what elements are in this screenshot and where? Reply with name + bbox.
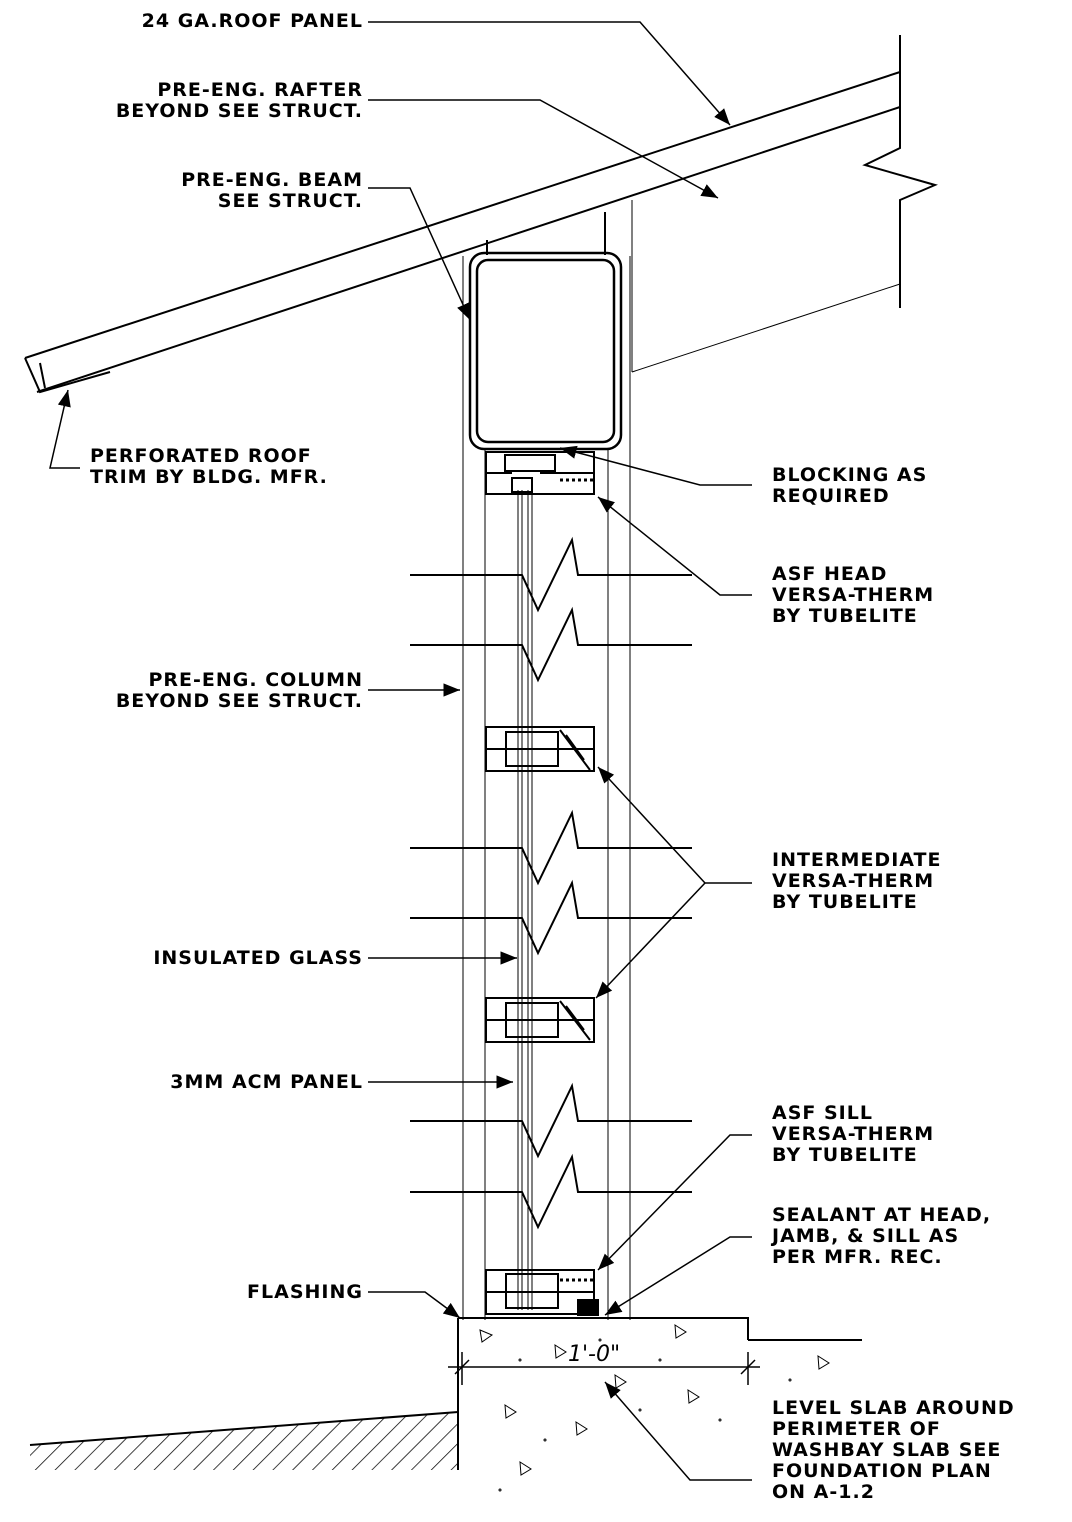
dimension-label: 1'-0" bbox=[568, 1342, 621, 1367]
column-lines bbox=[463, 256, 630, 1320]
glass-panels bbox=[518, 490, 532, 1310]
roof-rafter bbox=[25, 72, 900, 392]
rafter-beyond bbox=[632, 200, 900, 372]
label-flashing: FLASHING bbox=[247, 1281, 363, 1303]
label-beam: PRE-ENG. BEAM SEE STRUCT. bbox=[181, 169, 363, 212]
label-blocking: BLOCKING AS REQUIRED bbox=[772, 464, 928, 507]
label-insulated-glass: INSULATED GLASS bbox=[153, 947, 363, 969]
label-level-slab: LEVEL SLAB AROUND PERIMETER OF WASHBAY S… bbox=[772, 1397, 1015, 1503]
label-rafter: PRE-ENG. RAFTER BEYOND SEE STRUCT. bbox=[115, 79, 363, 122]
intermediate-member-2 bbox=[486, 998, 594, 1042]
sill-member bbox=[486, 1270, 598, 1315]
label-sealant: SEALANT AT HEAD, JAMB, & SILL AS PER MFR… bbox=[772, 1204, 992, 1268]
label-intermediate: INTERMEDIATE VERSA-THERM BY TUBELITE bbox=[772, 849, 942, 913]
label-asf-sill: ASF SILL VERSA-THERM BY TUBELITE bbox=[772, 1102, 935, 1166]
head-member bbox=[486, 452, 594, 494]
label-column: PRE-ENG. COLUMN BEYOND SEE STRUCT. bbox=[115, 669, 363, 712]
label-acm-panel: 3MM ACM PANEL bbox=[170, 1071, 363, 1093]
label-roof-trim: PERFORATED ROOF TRIM BY BLDG. MFR. bbox=[90, 445, 328, 488]
slab-stipple bbox=[480, 1325, 829, 1492]
label-roof-panel: 24 GA.ROOF PANEL bbox=[141, 10, 363, 32]
dimension-line bbox=[448, 1352, 760, 1385]
pre-eng-beam bbox=[470, 212, 621, 449]
wall-break-lines bbox=[410, 540, 692, 1227]
break-line-right bbox=[865, 35, 935, 308]
label-asf-head: ASF HEAD VERSA-THERM BY TUBELITE bbox=[772, 563, 935, 627]
leader-lines bbox=[50, 22, 752, 1480]
intermediate-member-1 bbox=[486, 727, 594, 771]
grade bbox=[0, 1412, 462, 1522]
